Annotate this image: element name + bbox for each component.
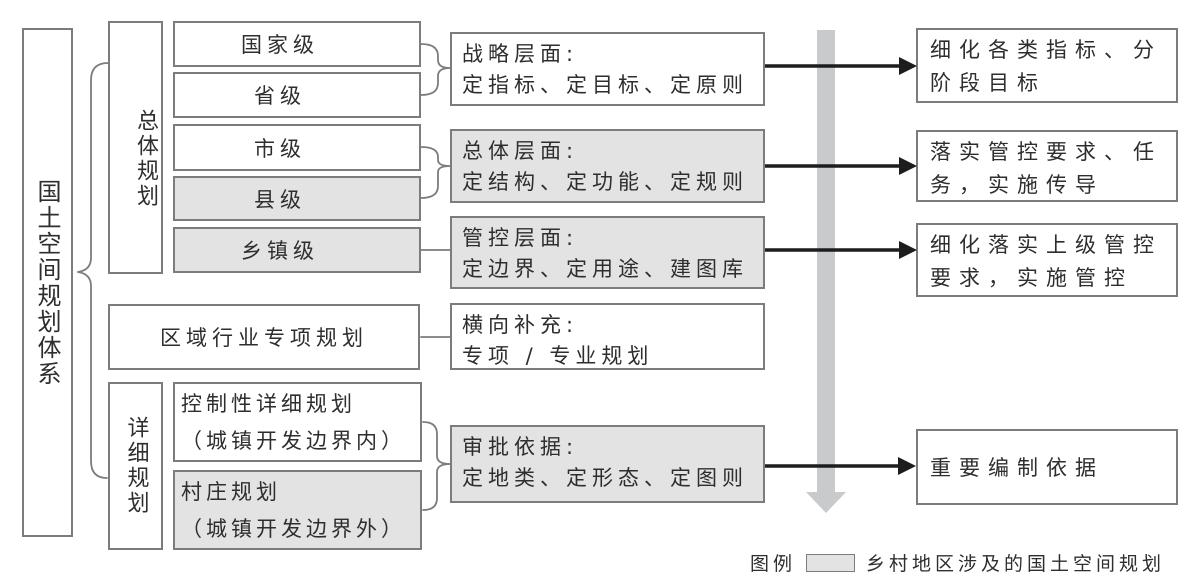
level-label-county: 县级	[254, 187, 306, 212]
detailed-box-village-plan: 村庄规划 （城镇开发边界外）	[173, 470, 422, 550]
connector-national-provincial-to-strategic	[420, 43, 451, 96]
outcome-2-line2: 务，实施传导	[930, 173, 1104, 197]
outcome-1-line1: 细化各类指标、分	[930, 38, 1162, 62]
group-box-overall-planning: 总体规划	[108, 21, 163, 274]
function-overall-title: 总体层面:	[462, 139, 579, 163]
legend-title: 图例	[750, 553, 797, 575]
group-box-detailed-planning: 详细规划	[108, 382, 163, 550]
outcome-box-refine-indicators: 细化各类指标、分 阶段目标	[916, 28, 1178, 103]
detailed-regulatory-line2: （城镇开发边界内）	[181, 429, 406, 453]
group-label-detailed-planning: 详细规划	[123, 416, 149, 516]
function-box-control-layer: 管控层面: 定边界、定用途、建图库	[450, 216, 765, 289]
arrow-strategic-to-outcome	[765, 57, 917, 75]
detailed-village-line1: 村庄规划	[181, 480, 281, 504]
function-strategic-title: 战略层面:	[462, 42, 579, 66]
regional-special-planning-label: 区域行业专项规划	[160, 326, 368, 350]
root-label: 国土空间规划体系	[33, 178, 61, 387]
outcome-1-line2: 阶段目标	[930, 71, 1046, 95]
group-label-overall-planning: 总体规划	[133, 108, 158, 209]
level-box-county: 县级	[173, 176, 421, 221]
function-horizontal-title: 横向补充:	[462, 313, 579, 337]
arrow-control-to-outcome	[765, 241, 917, 259]
function-control-title: 管控层面:	[462, 226, 579, 250]
legend-rural-label: 乡村地区涉及的国土空间规划	[866, 553, 1166, 575]
function-approval-title: 审批依据:	[462, 435, 579, 459]
outcome-4-line1: 重要编制依据	[930, 456, 1104, 480]
regional-special-planning-box: 区域行业专项规划	[108, 304, 420, 370]
legend: 图例 乡村地区涉及的国土空间规划	[750, 549, 1165, 576]
function-approval-content: 定地类、定形态、定图则	[462, 466, 748, 490]
level-label-national: 国家级	[241, 33, 319, 57]
function-strategic-content: 定指标、定目标、定原则	[462, 73, 748, 97]
function-box-strategic-layer: 战略层面: 定指标、定目标、定原则	[450, 32, 765, 106]
level-box-city: 市级	[173, 124, 421, 171]
root-box-territorial-spatial-planning-system: 国土空间规划体系	[22, 28, 73, 537]
outcome-3-line1: 细化落实上级管控	[930, 233, 1162, 257]
function-box-approval-basis: 审批依据: 定地类、定形态、定图则	[450, 425, 765, 503]
root-brace-connector	[77, 62, 109, 479]
level-box-national: 国家级	[173, 21, 421, 67]
function-horizontal-content: 专项 / 专业规划	[462, 344, 654, 368]
function-overall-content: 定结构、定功能、定规则	[462, 170, 748, 194]
outcome-box-implement-control: 落实管控要求、任 务，实施传导	[916, 130, 1178, 202]
outcome-box-compilation-basis: 重要编制依据	[916, 429, 1178, 505]
outcome-2-line1: 落实管控要求、任	[930, 140, 1162, 164]
arrow-overall-to-outcome	[765, 157, 917, 175]
detailed-village-line2: （城镇开发边界外）	[181, 517, 406, 541]
level-label-provincial: 省级	[254, 84, 306, 108]
detailed-regulatory-line1: 控制性详细规划	[181, 392, 356, 416]
arrow-approval-to-outcome	[765, 457, 916, 475]
connector-detailed-to-approval	[422, 421, 451, 511]
function-box-horizontal-supplement: 横向补充: 专项 / 专业规划	[450, 303, 765, 370]
transmission-flow-arrow	[806, 30, 846, 513]
function-box-overall-layer: 总体层面: 定结构、定功能、定规则	[450, 129, 765, 203]
outcome-box-refine-superior-control: 细化落实上级管控 要求，实施管控	[916, 223, 1178, 297]
level-label-city: 市级	[254, 136, 306, 161]
level-box-township: 乡镇级	[173, 227, 421, 273]
level-box-provincial: 省级	[173, 72, 421, 118]
detailed-box-regulatory-plan: 控制性详细规划 （城镇开发边界内）	[173, 382, 422, 462]
connector-city-county-to-overall	[420, 146, 451, 199]
legend-rural-swatch	[806, 553, 856, 572]
function-control-content: 定边界、定用途、建图库	[462, 257, 748, 281]
level-label-township: 乡镇级	[241, 239, 319, 263]
outcome-3-line2: 要求，实施管控	[930, 266, 1133, 290]
